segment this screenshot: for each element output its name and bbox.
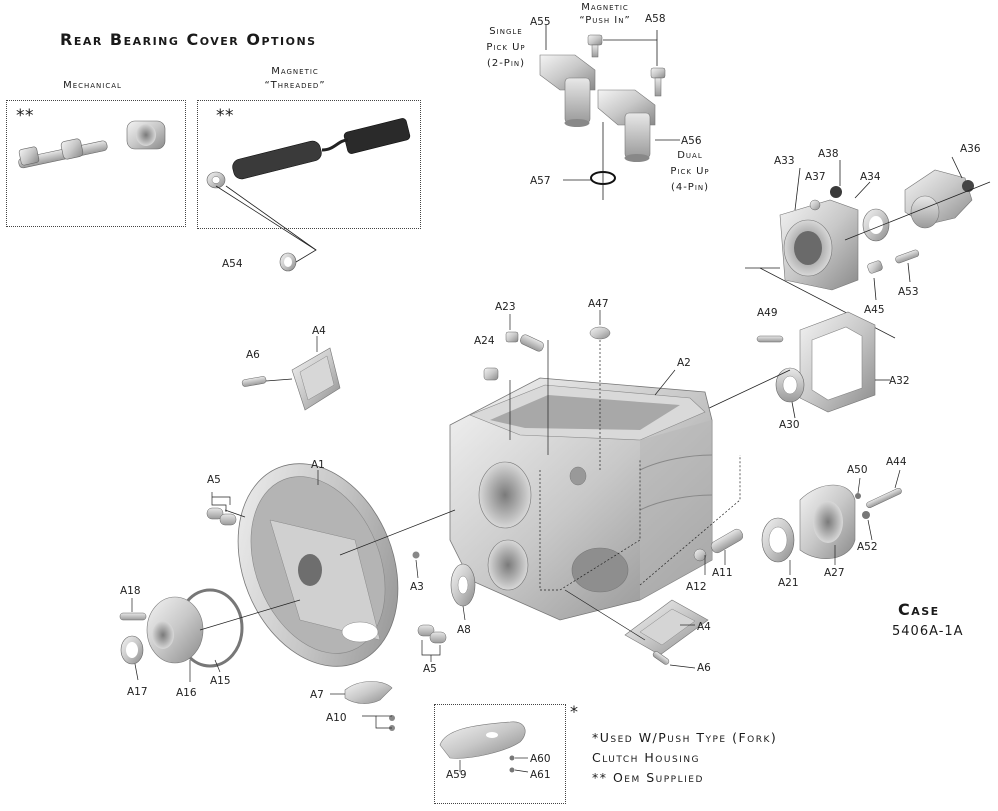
push-type-fork-box [434, 704, 566, 804]
label-a17: A17 [127, 686, 148, 698]
footnote-oem-supplied: ** Oem Supplied [592, 770, 704, 785]
right-side-parts [693, 484, 902, 563]
a34-seal [862, 208, 890, 242]
label-a59: A59 [446, 769, 467, 781]
label-a5-left: A5 [207, 474, 221, 486]
label-a44: A44 [886, 456, 907, 468]
label-a7: A7 [310, 689, 324, 701]
a4-bottom-cover [624, 599, 709, 665]
label-a53: A53 [898, 286, 919, 298]
label-a24: A24 [474, 335, 495, 347]
label-a3: A3 [410, 581, 424, 593]
label-a23: A23 [495, 301, 516, 313]
label-a6-bottom: A6 [697, 662, 711, 674]
a59-fork-plate [439, 721, 526, 773]
rear-bearing-cover-heading: Rear Bearing Cover Options [60, 30, 317, 49]
label-a56: A56 [681, 135, 702, 147]
a56-dual-pickup [597, 89, 656, 162]
mechanical-speedo-gear [18, 120, 166, 169]
label-a15: A15 [210, 675, 231, 687]
label-a18: A18 [120, 585, 141, 597]
label-a21: A21 [778, 577, 799, 589]
a23-a24-a47-parts [483, 326, 611, 381]
a45-a53-fitting [867, 249, 920, 274]
label-a11: A11 [712, 567, 733, 579]
label-a5-right: A5 [423, 663, 437, 675]
push-type-asterisk: * [570, 702, 579, 721]
label-a33: A33 [774, 155, 795, 167]
label-a57: A57 [530, 175, 551, 187]
label-a61: A61 [530, 769, 551, 781]
a55-single-pickup [539, 54, 596, 127]
case-number: 5406A-1A [892, 624, 964, 639]
case-title: Case [898, 600, 940, 619]
label-a49: A49 [757, 307, 778, 319]
oem-marker-mechanical: ** [16, 106, 34, 126]
footnotes: *Used W/Push Type (Fork) Clutch Housing … [592, 728, 777, 788]
label-a47: A47 [588, 298, 609, 310]
label-a16: A16 [176, 687, 197, 699]
a58-bolts [587, 34, 666, 97]
label-a27: A27 [824, 567, 845, 579]
push-in-caption-1: Magnetic [581, 2, 629, 13]
label-a55: A55 [530, 16, 551, 28]
label-a45: A45 [864, 304, 885, 316]
footnote-push-type: *Used W/Push Type (Fork) [592, 730, 778, 745]
magnetic-caption: Magnetic [271, 66, 319, 77]
mechanical-caption: Mechanical [63, 80, 122, 91]
a32-adapter-plate [799, 311, 876, 413]
a8-bearing-retainer [450, 563, 476, 607]
label-a60: A60 [530, 753, 551, 765]
dual-pickup-caption-2: Pick Up [670, 166, 710, 177]
a37-a38-nut [809, 186, 842, 211]
label-a30: A30 [779, 419, 800, 431]
label-a37: A37 [805, 171, 826, 183]
a3-plug [412, 551, 420, 559]
a5-dowels [206, 507, 447, 644]
label-a34: A34 [860, 171, 881, 183]
dual-pickup-caption-1: Dual [677, 150, 703, 161]
dual-pickup-caption-3: (4-Pin) [670, 182, 710, 193]
label-a12: A12 [686, 581, 707, 593]
label-a38: A38 [818, 148, 839, 160]
mechanical-option-box [6, 100, 186, 227]
label-a6-top: A6 [246, 349, 260, 361]
push-in-caption-2: “Push In” [579, 15, 631, 26]
a1-clutch-housing [237, 463, 399, 667]
label-a4-top: A4 [312, 325, 326, 337]
a30-bearing [775, 367, 805, 403]
label-a58: A58 [645, 13, 666, 25]
single-pickup-caption-1: Single [489, 26, 523, 37]
label-a54: A54 [222, 258, 243, 270]
footnote-clutch-housing: Clutch Housing [592, 750, 701, 765]
a17-seal [120, 635, 144, 665]
part-labels: A1 A2 A3 A4 A4 A5 A5 A6 A6 A7 A8 A10 A11… [120, 13, 981, 781]
label-a32: A32 [889, 375, 910, 387]
a18-bolt [119, 612, 147, 621]
magnetic-threaded-sensor [206, 118, 411, 189]
label-a36: A36 [960, 143, 981, 155]
label-a4-bottom: A4 [697, 621, 711, 633]
label-a2: A2 [677, 357, 691, 369]
a54-washer [279, 252, 297, 272]
label-a1: A1 [311, 459, 325, 471]
a16-front-retainer [146, 596, 204, 664]
a4-top-cover [241, 347, 341, 411]
a36-yoke [904, 169, 974, 229]
label-a50: A50 [847, 464, 868, 476]
a2-main-case [449, 377, 713, 621]
oem-marker-magnetic: ** [216, 106, 234, 126]
label-a10: A10 [326, 712, 347, 724]
threaded-caption: “Threaded” [264, 80, 326, 91]
magnetic-threaded-option-box [197, 100, 421, 229]
a7-fork-bracket [344, 681, 395, 731]
label-a52: A52 [857, 541, 878, 553]
single-pickup-caption-2: Pick Up [486, 42, 526, 53]
a33-rear-housing [779, 199, 859, 291]
single-pickup-caption-3: (2-Pin) [486, 58, 526, 69]
label-a8: A8 [457, 624, 471, 636]
a49-dowel [756, 335, 784, 343]
